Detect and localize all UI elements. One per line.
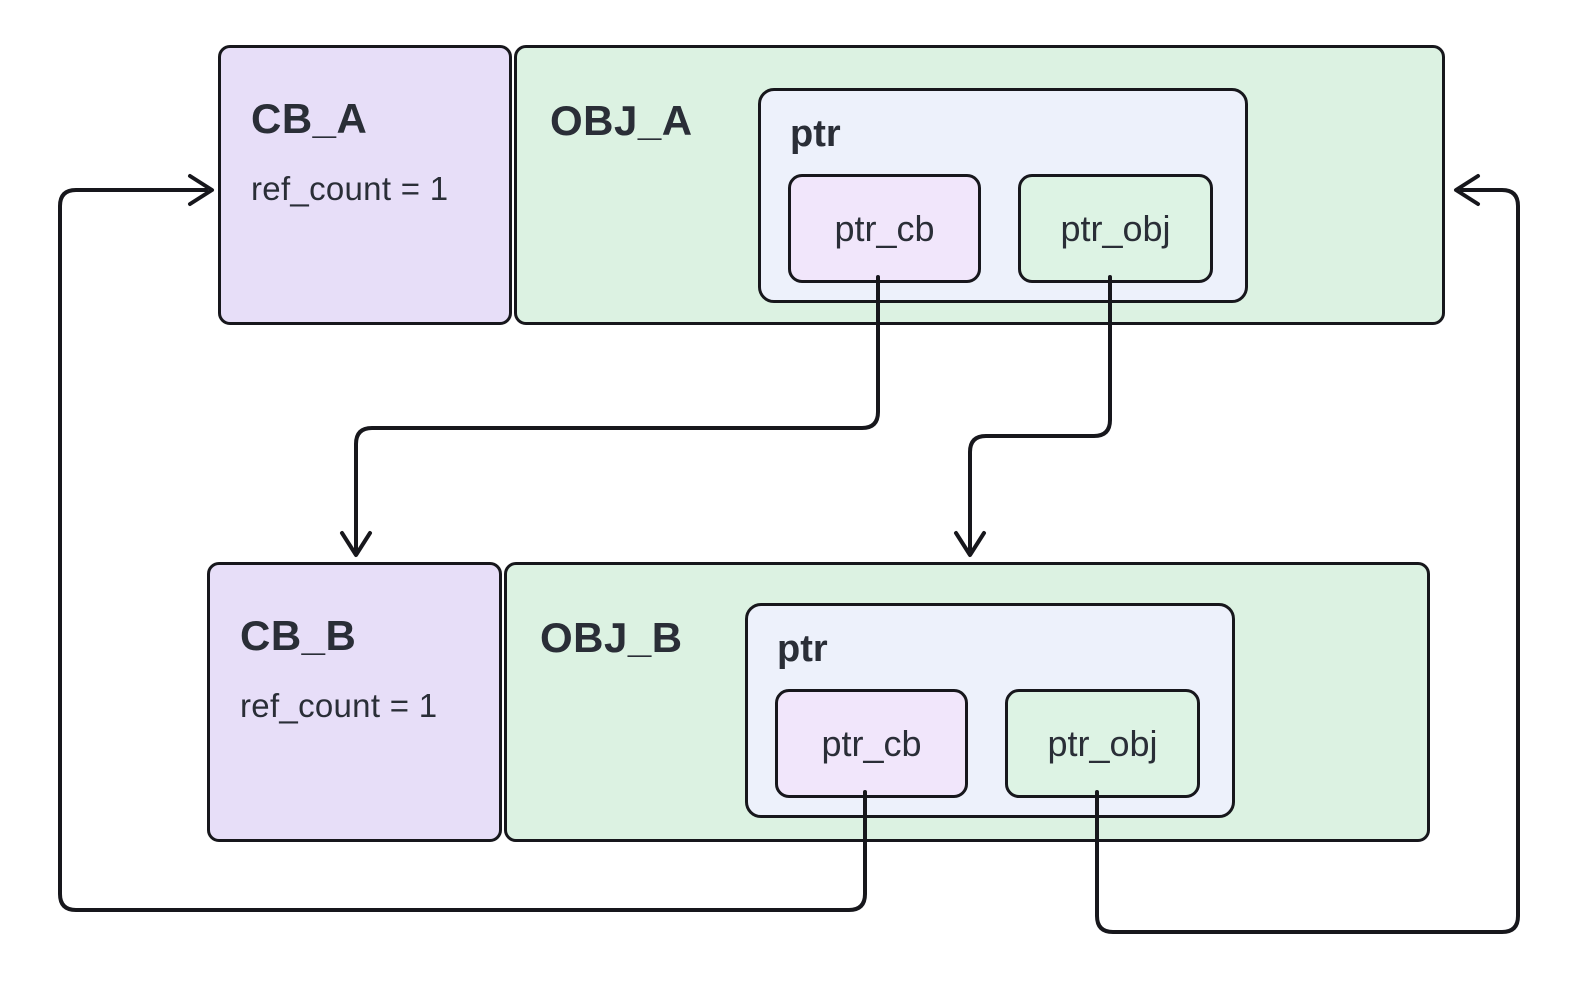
arrowhead-down-cbB-icon: [340, 531, 372, 557]
cb-a-title: CB_A: [251, 95, 368, 142]
cb-b-title: CB_B: [240, 612, 357, 659]
node-obj-b: OBJ_B ptr ptr_cb ptr_obj: [504, 562, 1430, 842]
obj-b-ptr-obj-slot: ptr_obj: [1005, 689, 1200, 798]
cb-b-refcount: ref_count = 1: [240, 687, 438, 725]
node-cb-b: CB_B ref_count = 1: [207, 562, 502, 842]
arrowhead-left-objA-icon: [1454, 174, 1480, 206]
obj-a-title: OBJ_A: [550, 97, 693, 144]
obj-a-ptr-label: ptr: [790, 113, 841, 155]
arrowhead-down-objB-icon: [954, 531, 986, 557]
obj-b-ptr-label: ptr: [777, 628, 828, 670]
obj-a-ptr-obj-slot: ptr_obj: [1018, 174, 1213, 283]
obj-a-ptr-box: ptr ptr_cb ptr_obj: [758, 88, 1248, 303]
obj-b-ptr-box: ptr ptr_cb ptr_obj: [745, 603, 1235, 818]
node-obj-a: OBJ_A ptr ptr_cb ptr_obj: [514, 45, 1445, 325]
obj-a-ptr-cb-slot: ptr_cb: [788, 174, 981, 283]
obj-b-title: OBJ_B: [540, 614, 683, 661]
arrowhead-right-cbA-icon: [188, 174, 214, 206]
cb-a-refcount: ref_count = 1: [251, 170, 449, 208]
node-cb-a: CB_A ref_count = 1: [218, 45, 512, 325]
obj-b-ptr-cb-slot: ptr_cb: [775, 689, 968, 798]
